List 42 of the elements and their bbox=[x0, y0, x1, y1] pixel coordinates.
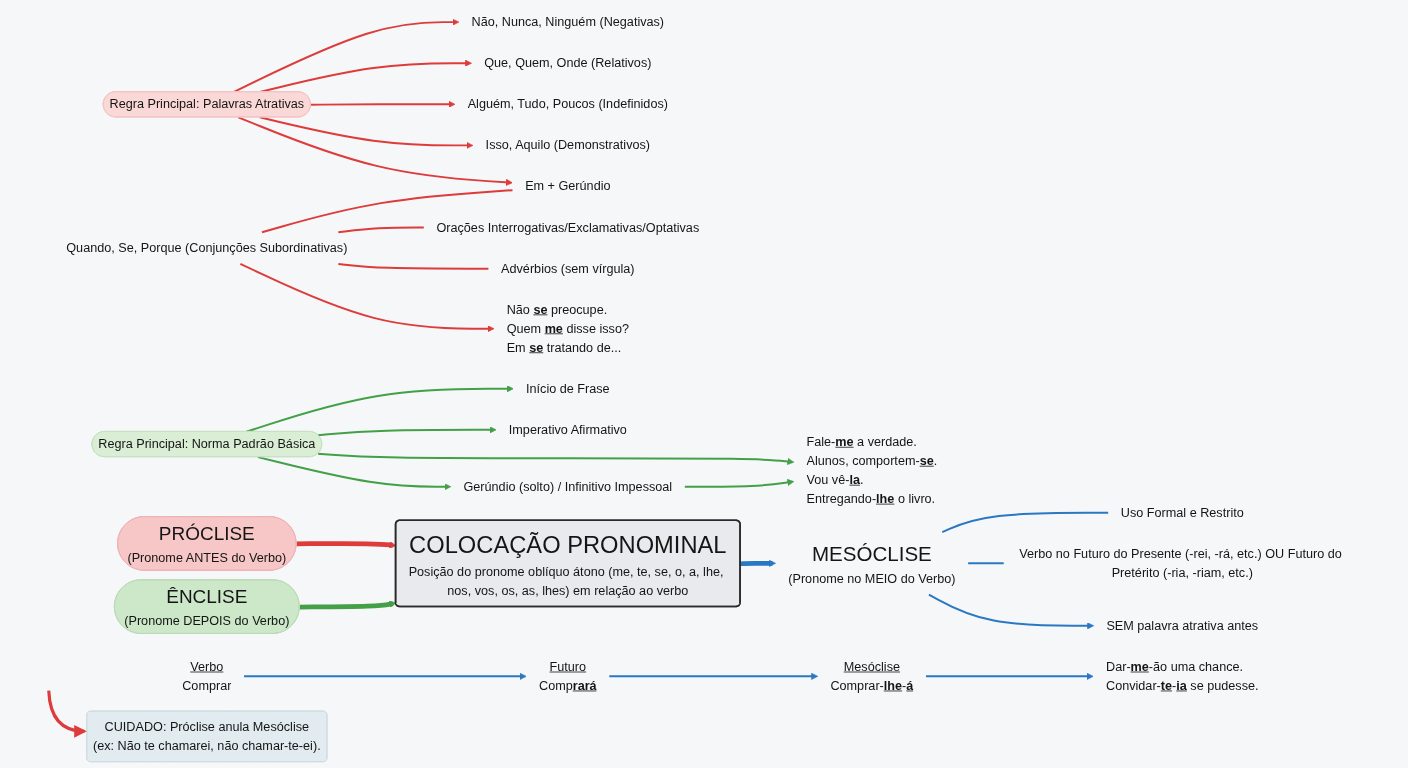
arrow bbox=[256, 456, 452, 491]
arrow bbox=[239, 262, 495, 333]
arrow bbox=[740, 559, 776, 567]
arrow bbox=[317, 426, 497, 437]
node-text: Futuro Comprará bbox=[539, 659, 597, 693]
node-text: Início de Frase bbox=[526, 381, 610, 396]
node-text: Gerúndio (solto) / Infinitivo Impessoal bbox=[463, 479, 673, 494]
node-text: Não se preocupe. Quem me disse isso? Em se tratando de... bbox=[506, 302, 629, 354]
node-text: Alguém, Tudo, Poucos (Indefinidos) bbox=[467, 97, 668, 111]
node-text: Que, Quem, Onde (Relativos) bbox=[484, 56, 652, 70]
node-text: Verbo no Futuro do Presente (-rei, -rá, etc.) OU Futuro do Pretérito (-ria, -riam, etc.) bbox=[1019, 546, 1342, 580]
node-text: Uso Formal e Restrito bbox=[1120, 505, 1244, 520]
arrow bbox=[925, 672, 1094, 680]
arrow bbox=[258, 116, 474, 149]
node-text: Quando, Se, Porque (Conjunções Subordinativas) bbox=[66, 240, 348, 255]
arrow bbox=[309, 100, 456, 108]
connector bbox=[337, 262, 490, 270]
node-text: Não, Nunca, Ninguém (Negativas) bbox=[471, 15, 665, 29]
arrow bbox=[317, 452, 795, 465]
node-text: Orações Interrogativas/Exclamativas/Optativas bbox=[436, 220, 700, 234]
node-text: Mesóclise Comprar-lhe-á bbox=[830, 659, 914, 693]
arrow bbox=[927, 593, 1095, 630]
node-text: Imperativo Afirmativo bbox=[508, 422, 627, 437]
node-text: Advérbios (sem vírgula) bbox=[501, 261, 635, 275]
node-text: Verbo Comprar bbox=[182, 659, 232, 693]
arrow bbox=[47, 690, 87, 738]
node-text: MESÓCLISE (Pronome no MEIO do Verbo) bbox=[788, 541, 956, 586]
node-text: Fale-me a verdade. Alunos, comportem-se. Vou vê-la. Entregando-lhe o livro. bbox=[806, 434, 938, 506]
node-text: Isso, Aquilo (Demonstrativos) bbox=[485, 138, 651, 152]
node-text: SEM palavra atrativa antes bbox=[1106, 618, 1259, 633]
node-text: Dar-me-ão uma chance. Convidar-te-ia se pudesse. bbox=[1106, 659, 1259, 693]
connector bbox=[967, 562, 1005, 565]
arrow bbox=[237, 116, 513, 186]
node-text: Em + Gerúndio bbox=[525, 179, 611, 193]
arrow bbox=[299, 600, 397, 610]
arrow bbox=[608, 672, 819, 680]
arrow bbox=[243, 672, 527, 680]
arrow bbox=[245, 385, 514, 433]
arrow bbox=[683, 479, 795, 488]
connector bbox=[337, 226, 425, 234]
connector bbox=[261, 189, 514, 234]
connector bbox=[941, 511, 1110, 534]
